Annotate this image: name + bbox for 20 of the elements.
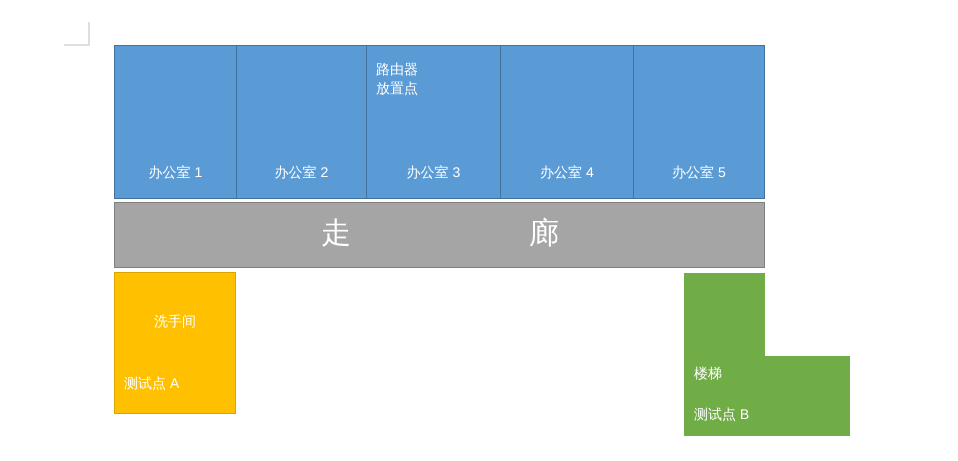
office-room	[236, 45, 367, 199]
corridor-label: 走	[321, 215, 351, 252]
corridor	[114, 202, 765, 268]
room-label: 办公室 1	[148, 164, 204, 182]
office-room	[366, 45, 501, 199]
office-room	[500, 45, 634, 199]
room-label: 办公室 2	[274, 164, 330, 182]
staircase	[684, 273, 850, 436]
router-location-label: 路由器放置点	[376, 60, 419, 98]
room-label: 洗手间	[153, 313, 197, 330]
office-room	[633, 45, 765, 199]
washroom	[114, 272, 236, 414]
room-label: 办公室 5	[671, 164, 727, 182]
test-point-label: 测试点 A	[124, 375, 180, 392]
room-label: 楼梯	[694, 365, 722, 382]
room-label: 办公室 4	[539, 164, 595, 182]
corridor-label: 廊	[529, 215, 559, 252]
room-label: 办公室 3	[406, 164, 462, 182]
test-point-label: 测试点 B	[694, 406, 750, 424]
office-room	[114, 45, 237, 199]
